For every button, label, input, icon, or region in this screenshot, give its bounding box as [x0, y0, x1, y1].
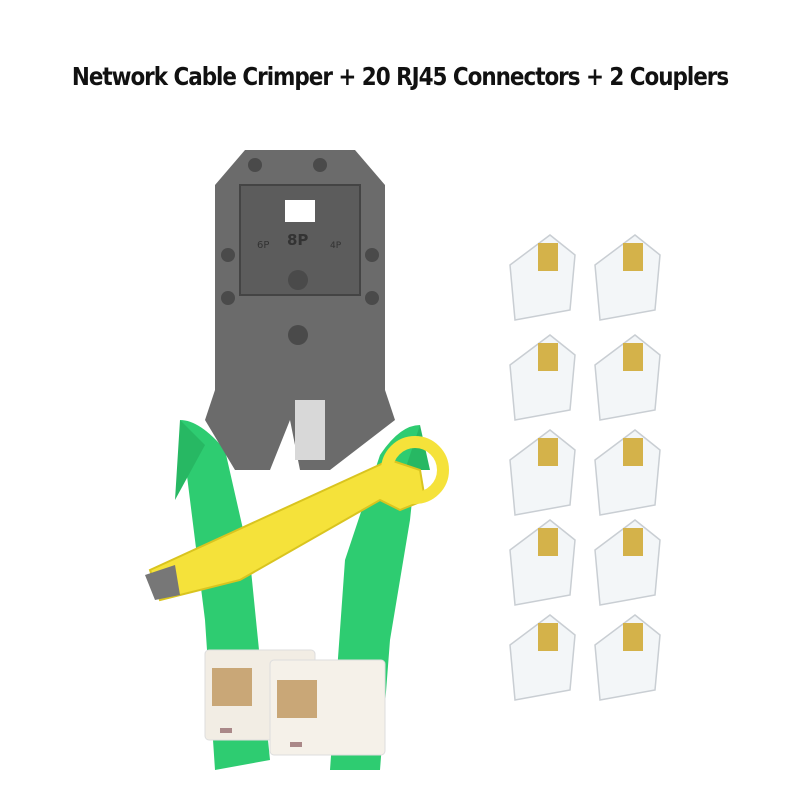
- svg-text:4P: 4P: [330, 241, 342, 251]
- rj45-connectors: [509, 234, 661, 701]
- crimper-head: 6P 8P 4P: [205, 150, 395, 470]
- product-title: Network Cable Crimper + 20 RJ45 Connecto…: [71, 62, 729, 91]
- svg-text:8P: 8P: [287, 231, 308, 249]
- couplers: [204, 649, 386, 756]
- stripper-tool: [145, 436, 449, 602]
- svg-text:6P: 6P: [257, 240, 269, 251]
